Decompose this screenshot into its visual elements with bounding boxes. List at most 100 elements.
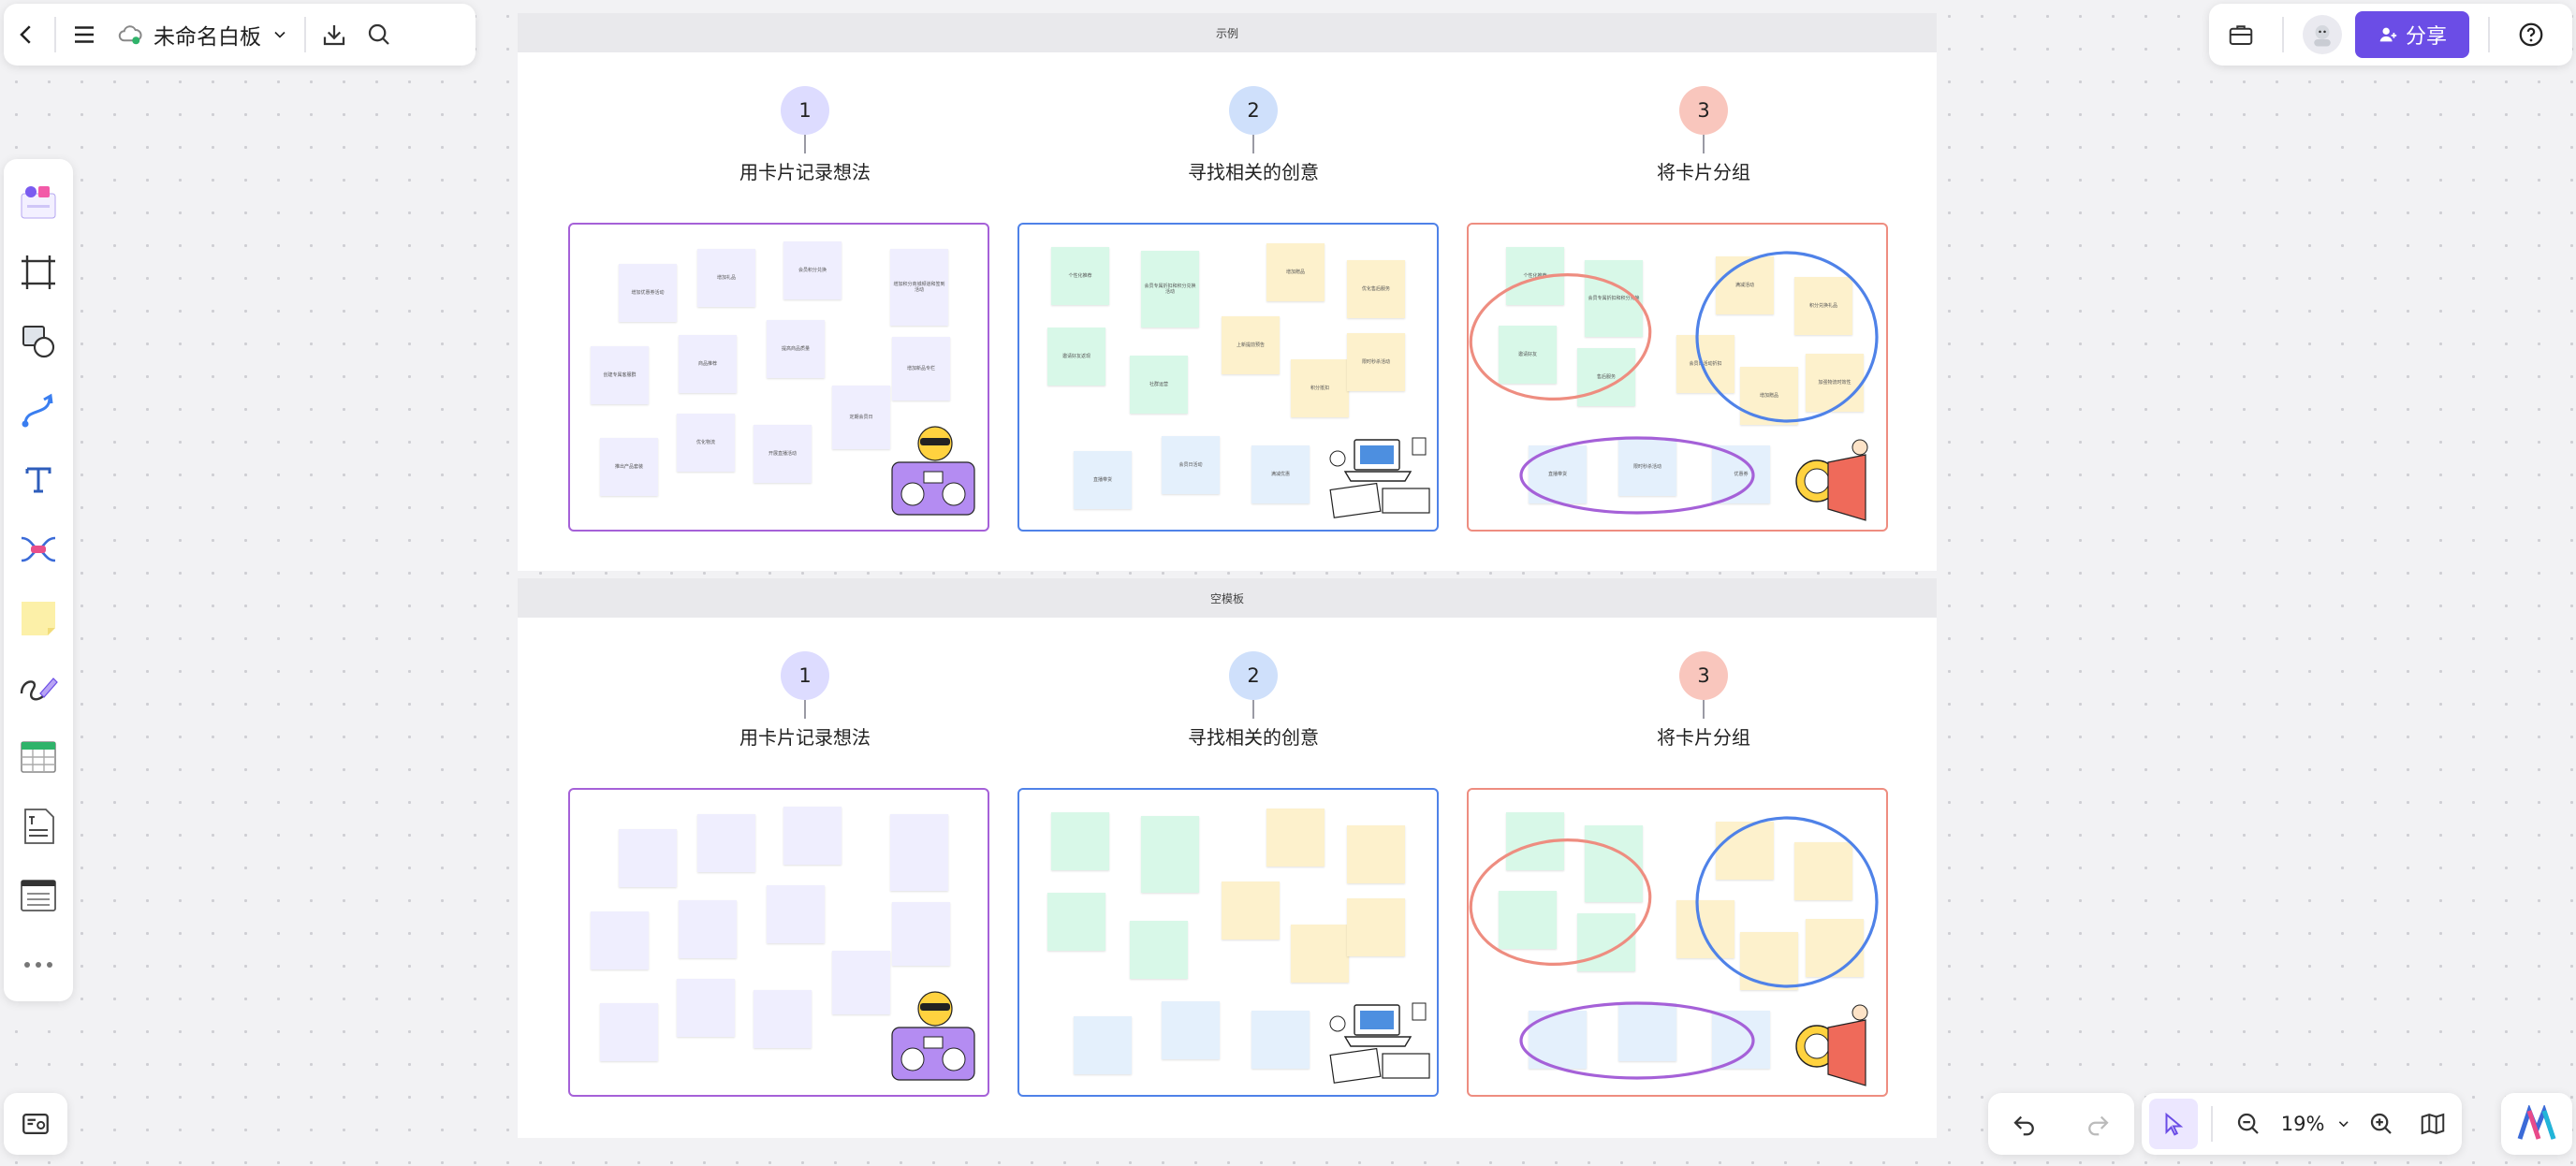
redo-button[interactable] [2075, 1101, 2120, 1146]
sticky-card[interactable] [1130, 921, 1188, 979]
sticky-card[interactable]: 社群运营 [1130, 356, 1188, 414]
sticky-card[interactable]: 提高商品质量 [767, 320, 825, 378]
sticky-card[interactable] [1291, 925, 1349, 983]
sticky-card[interactable]: 满减优惠 [1251, 445, 1310, 503]
sticky-card[interactable]: 增加赠品 [1266, 243, 1325, 301]
sticky-card[interactable] [1141, 816, 1199, 893]
download-button[interactable] [312, 12, 357, 57]
zoom-out-button[interactable] [2226, 1101, 2270, 1146]
select-tool-button[interactable] [2149, 1099, 2199, 1149]
chevron-down-icon[interactable] [2335, 1115, 2351, 1132]
sticky-card[interactable]: 加强物流时效性 [1806, 354, 1864, 412]
sticky-card[interactable] [679, 900, 737, 958]
sticky-card[interactable]: 积分抵扣 [1291, 359, 1349, 417]
sticky-card[interactable] [591, 911, 649, 969]
sticky-card[interactable] [1047, 893, 1105, 951]
document-tool[interactable] [11, 799, 66, 853]
sticky-card[interactable]: 增加赠品 [1740, 367, 1798, 425]
minimap-button[interactable] [4, 1093, 67, 1155]
avatar[interactable] [2303, 15, 2342, 54]
sticky-card[interactable] [890, 814, 948, 891]
sticky-card[interactable]: 定期会员日 [832, 386, 890, 449]
sticky-card[interactable] [1266, 809, 1325, 867]
sticky-card[interactable]: 邀请好友 [1499, 326, 1557, 384]
sticky-card[interactable] [754, 990, 812, 1048]
sticky-card[interactable]: 会员日活动折扣 [1676, 335, 1734, 393]
sticky-card[interactable]: 满减活动 [1716, 256, 1774, 314]
sticky-card[interactable]: 开展直播活动 [754, 425, 812, 483]
sticky-card[interactable]: 优化物流 [677, 414, 735, 472]
board-2[interactable]: 个性化推荐会员专属折扣和积分兑换活动 增加赠品优化售后服务邀请好友返现社群运营上新… [1017, 223, 1439, 532]
help-button[interactable] [2509, 12, 2554, 57]
more-tools-button[interactable] [11, 938, 66, 992]
mindmap-tool[interactable] [11, 522, 66, 576]
sticky-card[interactable] [1347, 898, 1405, 956]
zoom-in-button[interactable] [2360, 1101, 2404, 1146]
board-title-dropdown[interactable]: 未命名白板 [107, 19, 299, 51]
table-tool[interactable] [11, 730, 66, 784]
sticky-card[interactable]: 会员专属折扣和积分兑换 [1585, 260, 1643, 337]
sticky-card[interactable] [1529, 1011, 1587, 1069]
sticky-card[interactable] [1585, 825, 1643, 902]
sticky-card[interactable]: 限时秒杀活动 [1618, 438, 1676, 496]
sticky-card[interactable] [1506, 812, 1564, 870]
list-tool[interactable] [11, 868, 66, 923]
zoom-level[interactable]: 19% [2280, 1113, 2325, 1135]
sticky-card[interactable] [783, 807, 842, 865]
sticky-card[interactable] [1716, 822, 1774, 880]
sticky-card[interactable] [1347, 825, 1405, 883]
connector-tool[interactable] [11, 384, 66, 438]
board-1[interactable]: 增加优惠券活动增加礼品会员积分兑换增加积分商城频道和签到活动创建专属客服群商品推… [568, 223, 989, 532]
sticky-card[interactable] [767, 885, 825, 943]
sticky-card[interactable]: 会员积分兑换 [783, 241, 842, 299]
sticky-card[interactable]: 优惠券 [1712, 445, 1770, 503]
sticky-card[interactable]: 会员专属折扣和积分兑换活动 [1141, 251, 1199, 328]
sticky-card[interactable] [1051, 812, 1109, 870]
sticky-card[interactable] [677, 979, 735, 1037]
sticky-card[interactable] [1499, 891, 1557, 949]
sticky-card[interactable] [697, 814, 755, 872]
undo-button[interactable] [2002, 1101, 2047, 1146]
sticky-card[interactable] [1251, 1011, 1310, 1069]
sticky-card[interactable]: 推出产品套装 [600, 438, 658, 496]
menu-button[interactable] [62, 12, 107, 57]
toolbox-button[interactable] [2218, 12, 2263, 57]
sticky-card[interactable] [1806, 919, 1864, 977]
sticky-card[interactable]: 直播带货 [1074, 451, 1132, 509]
sticky-card[interactable]: 增加新品专栏 [892, 337, 950, 401]
text-tool[interactable] [11, 453, 66, 507]
sticky-card[interactable] [1162, 1001, 1220, 1059]
sticky-card[interactable]: 邀请好友返现 [1047, 328, 1105, 386]
sticky-card[interactable]: 上新提前预告 [1222, 316, 1280, 374]
sticky-card[interactable]: 售后服务 [1577, 348, 1635, 406]
sticky-card[interactable] [832, 951, 890, 1014]
share-button[interactable]: 分享 [2355, 11, 2470, 58]
sticky-card[interactable]: 增加礼品 [697, 249, 755, 307]
sticky-card[interactable]: 商品推荐 [679, 335, 737, 393]
template-tool[interactable] [11, 176, 66, 230]
board-2[interactable] [1017, 788, 1439, 1097]
sticky-card[interactable]: 限时秒杀活动 [1347, 333, 1405, 391]
search-button[interactable] [357, 12, 402, 57]
shape-tool[interactable] [11, 314, 66, 369]
sticky-card[interactable]: 直播带货 [1529, 445, 1587, 503]
sticky-card[interactable]: 优化售后服务 [1347, 260, 1405, 318]
sticky-card[interactable]: 个性化推荐 [1051, 247, 1109, 305]
pen-tool[interactable] [11, 661, 66, 715]
sticky-card[interactable] [892, 902, 950, 966]
sticky-card[interactable] [619, 829, 677, 887]
sticky-card[interactable]: 增加积分商城频道和签到活动 [890, 249, 948, 326]
map-view-button[interactable] [2410, 1101, 2454, 1146]
board-1[interactable] [568, 788, 989, 1097]
sticky-card[interactable] [1074, 1016, 1132, 1074]
sticky-card[interactable] [1740, 932, 1798, 990]
sticky-card[interactable] [1577, 913, 1635, 971]
back-button[interactable] [4, 12, 49, 57]
sticky-card[interactable]: 增加优惠券活动 [619, 264, 677, 322]
sticky-card[interactable] [1676, 900, 1734, 958]
sticky-card[interactable] [1794, 842, 1852, 900]
sticky-card[interactable]: 个性化推荐 [1506, 247, 1564, 305]
sticky-card[interactable]: 会员日活动 [1162, 436, 1220, 494]
